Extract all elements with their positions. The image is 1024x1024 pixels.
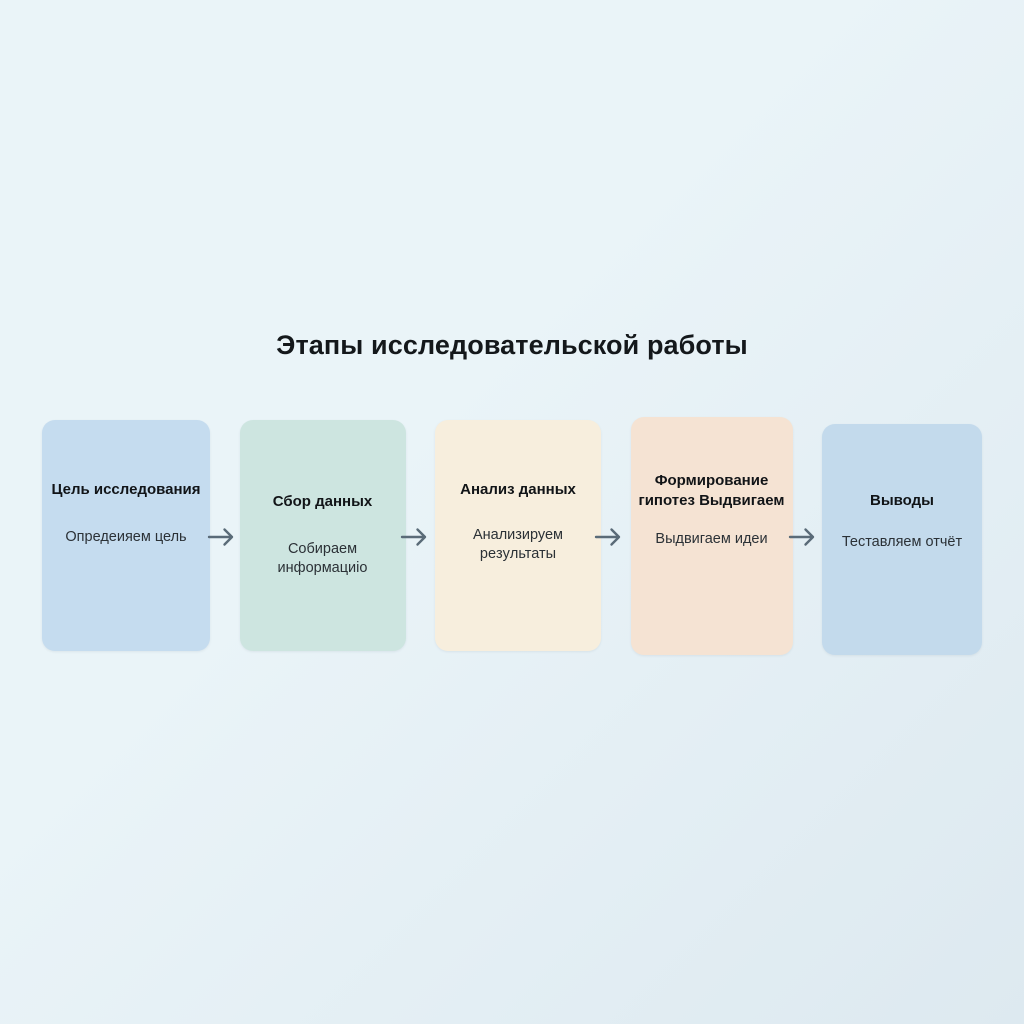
stage-title-3: Анализ данных [460,481,576,498]
stage-description-4: Выдвигаем идеи [655,531,768,547]
stage-card-4[interactable]: Формирование гипотез Выдвигаем Выдвигаем… [630,417,793,655]
stage-description-1: Опредеияем цель [65,528,187,545]
stage-title-1: Цель исследования [51,481,201,498]
stage-description-3: Анализируем peзyльтаты [472,526,564,562]
stage-card-1[interactable]: Цель исследования Опредеияем цель [42,420,210,651]
stage-title-4: Формирование гипотез Выдвигаем [638,472,785,509]
stage-description-5: Теставляем отчёт [841,533,963,550]
stage-title-5: Выводы [870,492,934,509]
stage-description-2: Собираем информациio [277,540,368,576]
stage-card-5[interactable]: Выводы Теставляем отчёт [822,424,982,655]
stage-card-3[interactable]: Анализ данных Анализируем peзyльтаты [435,420,601,651]
stage-card-2[interactable]: Сбор данных Собираем информациio [239,420,406,651]
process-flow: Цель исследования Опредеияем цель Сбор д… [42,417,982,660]
page-title: Этапы исследовательской работы [276,330,748,360]
stage-title-2: Сбор данных [272,493,373,510]
